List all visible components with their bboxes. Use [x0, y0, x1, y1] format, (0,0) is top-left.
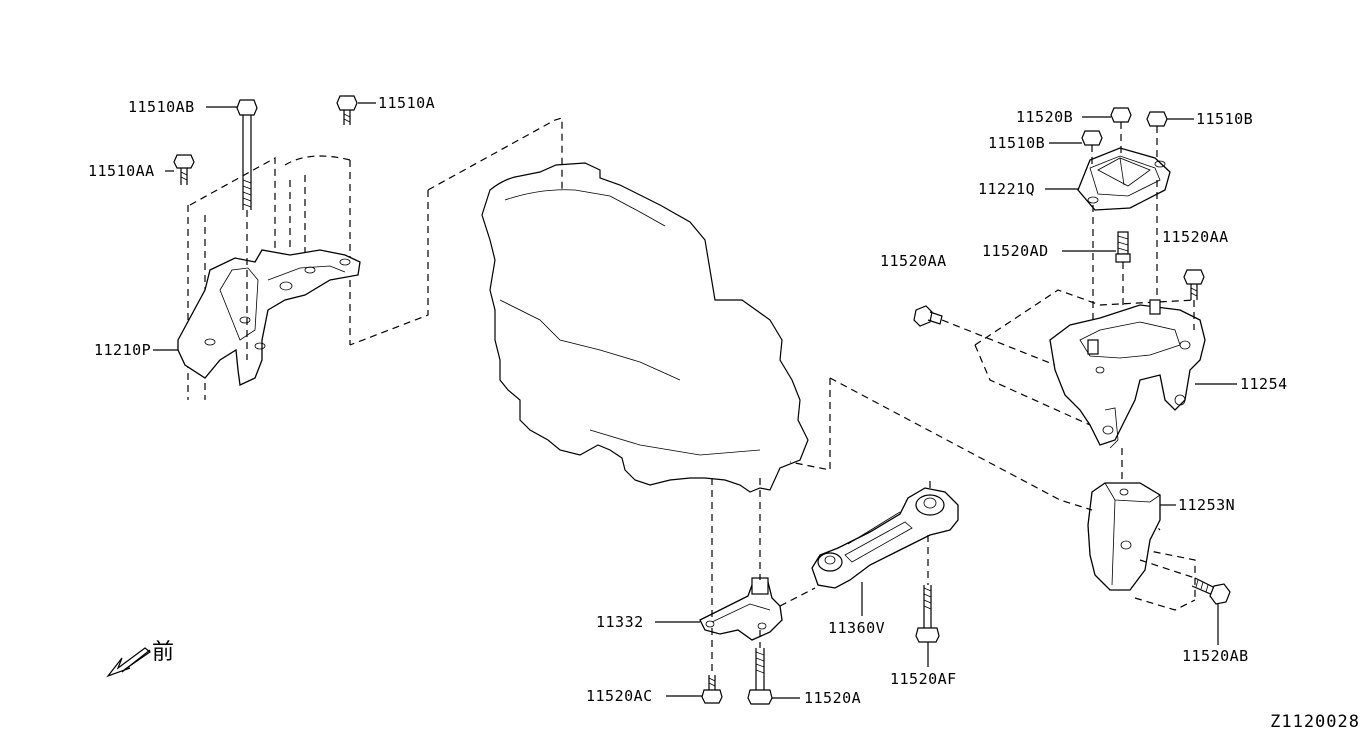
bolt-11520AB [1139, 559, 1231, 605]
diagram-id: Z1120028 [1270, 712, 1360, 732]
bolt-11510B-right [1146, 111, 1168, 127]
bolt-11510AB [236, 99, 258, 360]
torque-rod-11360V [811, 487, 959, 589]
callout-11254[interactable]: 11254 [1240, 375, 1288, 393]
callout-11210P[interactable]: 11210P [94, 341, 152, 359]
bolt-11520AA-left [913, 305, 1056, 366]
bolt-11520AF [915, 585, 940, 643]
leader-lines [153, 102, 1237, 699]
callout-11520AD[interactable]: 11520AD [982, 242, 1049, 260]
front-arrow-icon [106, 647, 152, 678]
insulator-11221Q [1077, 147, 1171, 211]
left-engine-mount-bracket [177, 155, 361, 400]
callout-11360V[interactable]: 11360V [828, 619, 886, 637]
callout-11520B[interactable]: 11520B [1016, 108, 1074, 126]
bolt-11520A [747, 648, 773, 705]
front-direction-label: 前 [152, 640, 175, 665]
callout-11510AB[interactable]: 11510AB [128, 98, 195, 116]
bolt-11510AA [173, 154, 195, 185]
callout-11510AA[interactable]: 11510AA [88, 162, 155, 180]
callout-11520AA-left[interactable]: 11520AA [880, 252, 947, 270]
engine-envelope-right [789, 378, 831, 471]
callout-11520AA-right[interactable]: 11520AA [1162, 228, 1229, 246]
callout-11520A[interactable]: 11520A [804, 689, 862, 707]
bolt-11520AC [701, 675, 723, 704]
callout-11520AF[interactable]: 11520AF [890, 670, 957, 688]
engine-envelope-top [427, 117, 563, 192]
callout-11520AC[interactable]: 11520AC [586, 687, 653, 705]
nut-11510B-left [1081, 130, 1103, 146]
bracket-11254 [974, 289, 1206, 449]
engine-envelope-left [349, 190, 429, 346]
bracket-11332 [699, 577, 783, 641]
callout-11510B-left[interactable]: 11510B [988, 134, 1046, 152]
engine-outline [481, 162, 809, 493]
callout-11253N[interactable]: 11253N [1178, 496, 1236, 514]
callout-11332[interactable]: 11332 [596, 613, 644, 631]
callout-11520AB[interactable]: 11520AB [1182, 647, 1249, 665]
mount-11253N [1087, 482, 1196, 611]
callout-11510B-right[interactable]: 11510B [1196, 110, 1254, 128]
callout-11510A[interactable]: 11510A [378, 94, 436, 112]
callout-11221Q[interactable]: 11221Q [978, 180, 1036, 198]
nut-11520B [1110, 107, 1132, 123]
bolt-11510A [336, 95, 358, 125]
bolt-11520AA-right [1183, 269, 1205, 330]
